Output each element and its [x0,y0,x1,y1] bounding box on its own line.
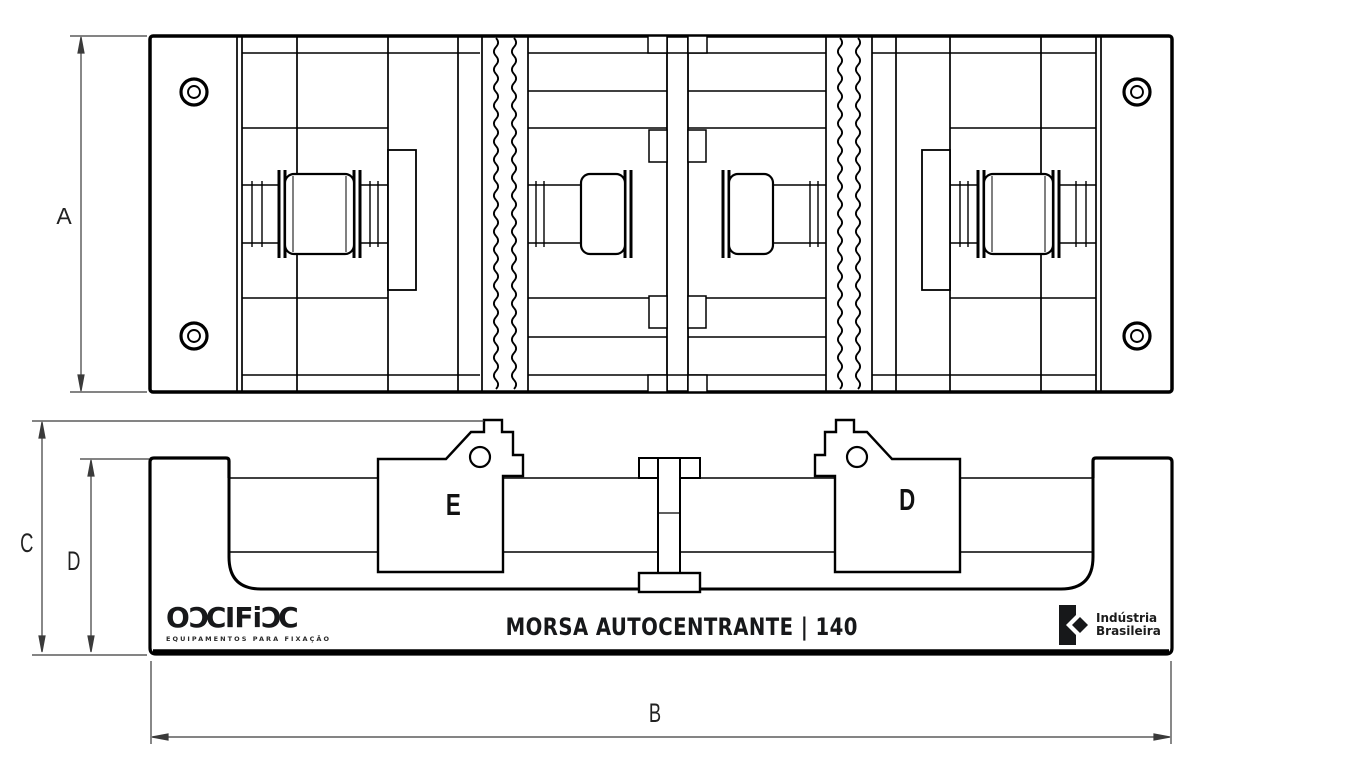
gib-block-left [387,149,417,291]
serration-line [493,37,499,390]
brazil-flag-icon [1059,605,1088,645]
dim-arrow [77,374,85,392]
dim-arrow [38,635,46,653]
dim-arrow [151,733,169,741]
center-slot-steps [647,35,708,393]
serration-line [837,37,843,390]
gib-block-right [921,149,951,291]
spindle-right [950,170,1096,258]
spindle-left [242,170,388,258]
spindle-center [528,170,826,258]
dim-arrow [87,635,95,653]
dim-arrow [38,421,46,439]
jaw-d-block [813,418,962,574]
dimension-a [70,35,147,393]
dimension-c [32,420,484,656]
rail-band-lines [242,52,1096,376]
brand-logo: OƆCIFiƆC EQUIPAMENTOS PARA FIXAÇÃO [166,601,336,644]
industria-brasileira-mark: Indústria Brasileira [1058,604,1161,646]
jaw-d-label: D [898,482,916,517]
jaw-d-hole [845,445,869,469]
serration-line [855,37,861,390]
mounting-hole-top-left [179,77,209,107]
serrated-jaw-faces [493,37,861,390]
dimension-label-b: B [648,698,662,728]
dimension-label-c: C [20,528,34,558]
dim-arrow [87,459,95,477]
dimension-label-d: D [67,546,81,576]
side-view [148,418,1174,656]
jaw-e-block [376,418,525,574]
mounting-hole-bottom-right [1122,321,1152,351]
dim-arrow [77,36,85,54]
center-stop-column [637,457,702,594]
mounting-hole-bottom-left [179,321,209,351]
top-view [148,34,1174,394]
dimensions [32,35,1172,744]
dimension-label-a: A [56,203,72,229]
dimension-b [150,661,1172,744]
product-title: MORSA AUTOCENTRANTE | 140 [505,613,858,641]
dim-arrow [1153,733,1171,741]
mounting-hole-top-right [1122,77,1152,107]
side-body-outline [148,456,1174,656]
serration-line [511,37,517,390]
jaw-e-label: E [445,487,461,522]
center-slot [666,36,689,392]
industria-brasileira-text: Indústria Brasileira [1096,610,1161,638]
end-plate-lines [236,36,1102,392]
jaw-e-hole [468,445,492,469]
brand-logo-wordmark: OƆCIFiƆC [166,601,299,634]
brand-tagline: EQUIPAMENTOS PARA FIXAÇÃO [166,635,332,643]
dimension-d [80,458,149,653]
